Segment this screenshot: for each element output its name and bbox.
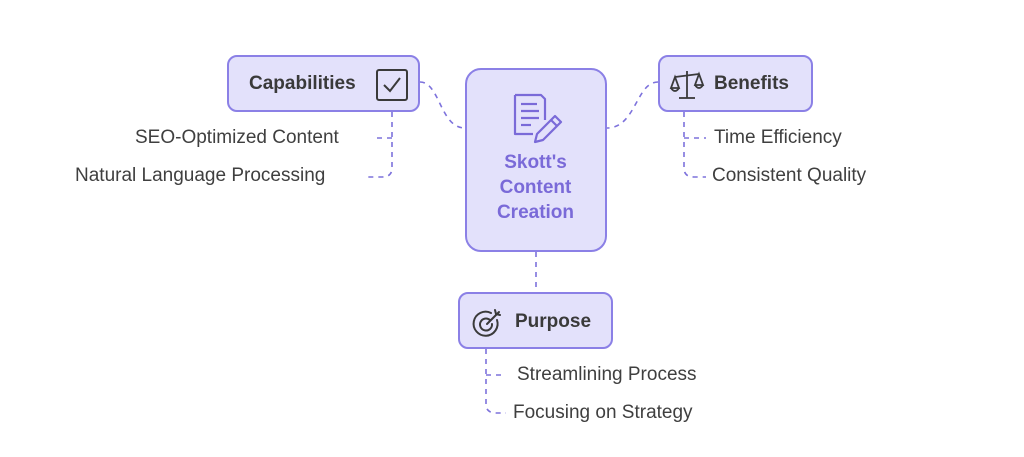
checkbox-icon: [376, 69, 408, 101]
benefit-item: Consistent Quality: [712, 165, 867, 186]
benefits-label: Benefits: [714, 73, 789, 94]
scale-icon: [669, 71, 705, 99]
center-title: Skott's Content Creation: [465, 150, 606, 225]
capability-item: SEO-Optimized Content: [135, 127, 339, 148]
connector-benefits-center: [606, 81, 659, 129]
target-icon: [472, 309, 501, 337]
center-box: [465, 68, 607, 252]
purpose-item: Focusing on Strategy: [513, 402, 693, 423]
capabilities-label: Capabilities: [249, 73, 356, 94]
center-title-line-3: Creation: [496, 202, 575, 223]
benefit-item: Time Efficiency: [714, 127, 842, 148]
purpose-box: Purpose: [458, 292, 613, 349]
connector-purpose-trunk: [485, 349, 506, 414]
connector-benefits-trunk: [683, 112, 706, 178]
center-title-line-1: Skott's: [504, 152, 567, 173]
purpose-item: Streamlining Process: [517, 364, 697, 385]
center-title-line-2: Content: [499, 177, 572, 198]
document-pen-icon: [513, 93, 563, 144]
capabilities-box: Capabilities: [227, 55, 420, 112]
connector-capabilities-trunk: [366, 112, 393, 178]
benefits-box: Benefits: [658, 55, 813, 112]
capability-item: Natural Language Processing: [75, 165, 326, 186]
connector-capabilities-center: [419, 81, 466, 129]
purpose-label: Purpose: [515, 311, 592, 332]
